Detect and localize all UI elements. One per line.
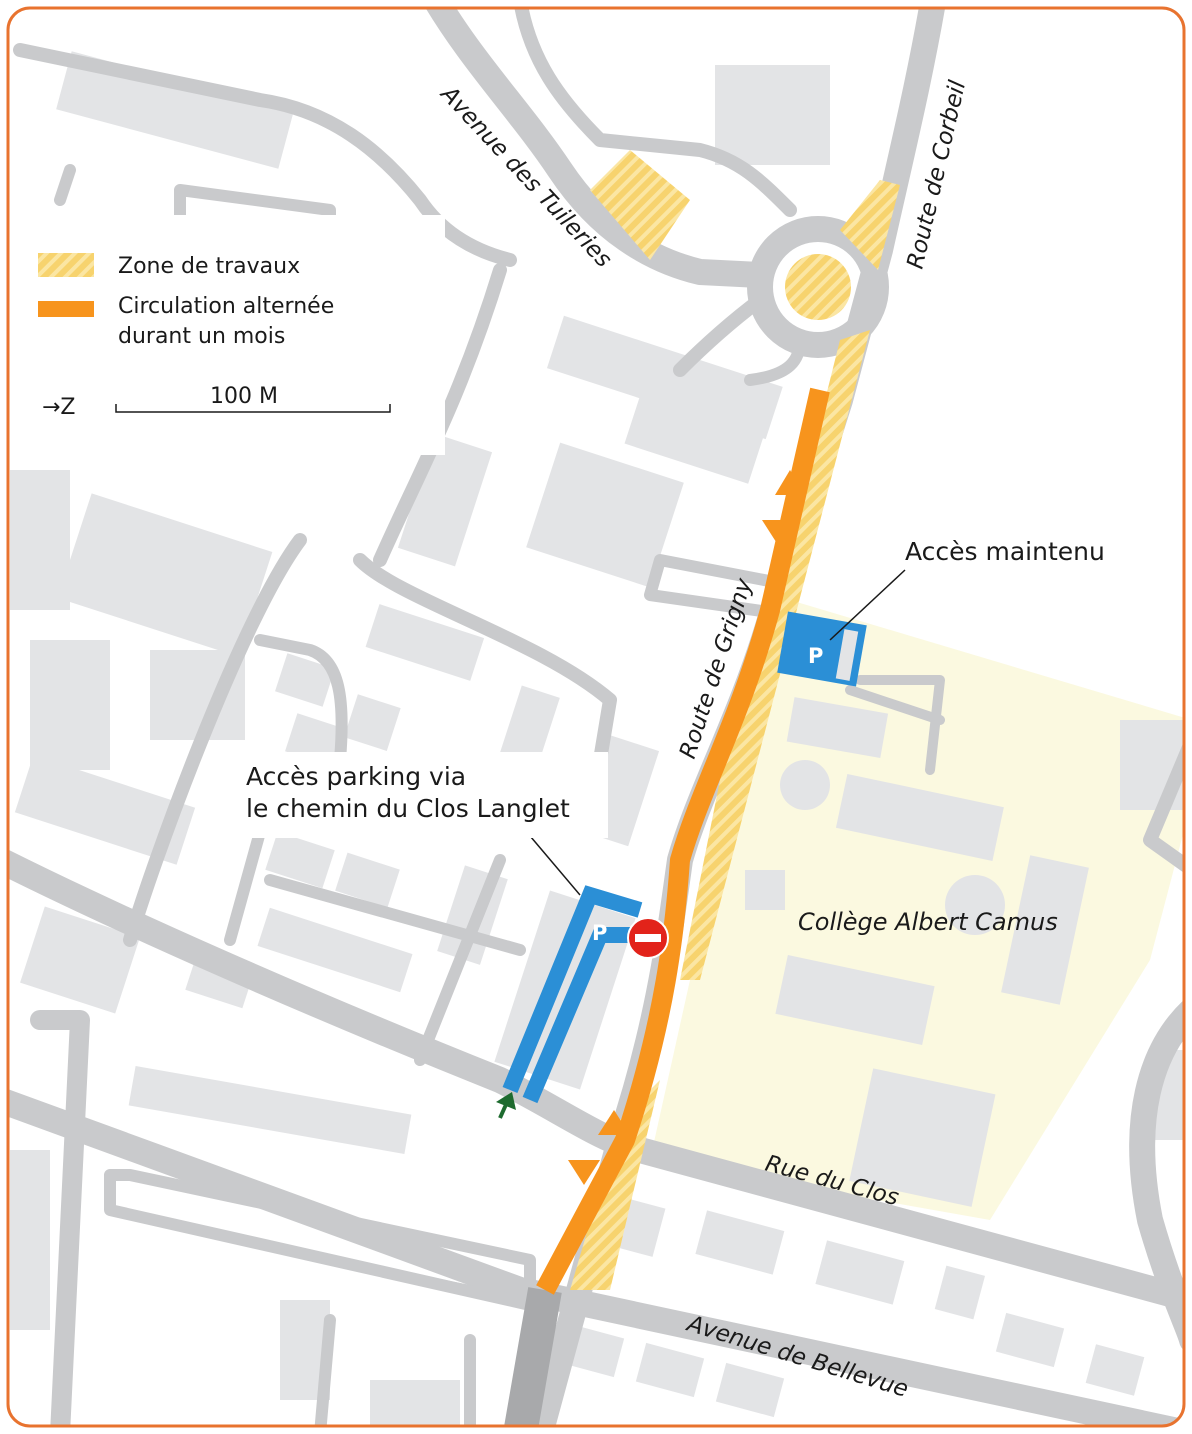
- legend-works-label: Zone de travaux: [118, 254, 300, 279]
- parking-icon: P: [592, 921, 607, 945]
- callout-parking-access-2: le chemin du Clos Langlet: [246, 794, 570, 823]
- callout-maintained-access: Accès maintenu: [905, 537, 1105, 566]
- scale-label: 100 M: [210, 384, 278, 409]
- callout-line-maintained: [829, 569, 906, 641]
- legend-alternating-label-2: durant un mois: [118, 324, 285, 349]
- parking-clos-langlet[interactable]: P: [502, 885, 643, 1104]
- no-entry-icon: [627, 917, 669, 959]
- callout-parking-access-1: Accès parking via: [246, 762, 466, 791]
- scale-bar: [115, 404, 391, 413]
- entry-arrow-icon: [496, 1092, 516, 1119]
- legend-works-swatch: [38, 253, 94, 277]
- north-arrow-icon: →Z: [42, 395, 76, 420]
- legend-alternating-swatch: [38, 301, 94, 317]
- college-zone: [650, 600, 1184, 1220]
- main-road-south: [503, 1287, 562, 1426]
- map-frame: [6, 6, 1186, 1428]
- callout-bg-parking: [228, 752, 608, 838]
- legend-alternating-label-1: Circulation alternée: [118, 294, 334, 319]
- college-label: Collège Albert Camus: [798, 908, 1058, 936]
- parking-icon: P: [808, 644, 823, 668]
- alternating-traffic-line: [536, 387, 830, 1295]
- parking-maintained[interactable]: P: [777, 611, 867, 687]
- two-way-arrow-icon: [568, 470, 805, 1185]
- callout-line-parking: [524, 829, 581, 896]
